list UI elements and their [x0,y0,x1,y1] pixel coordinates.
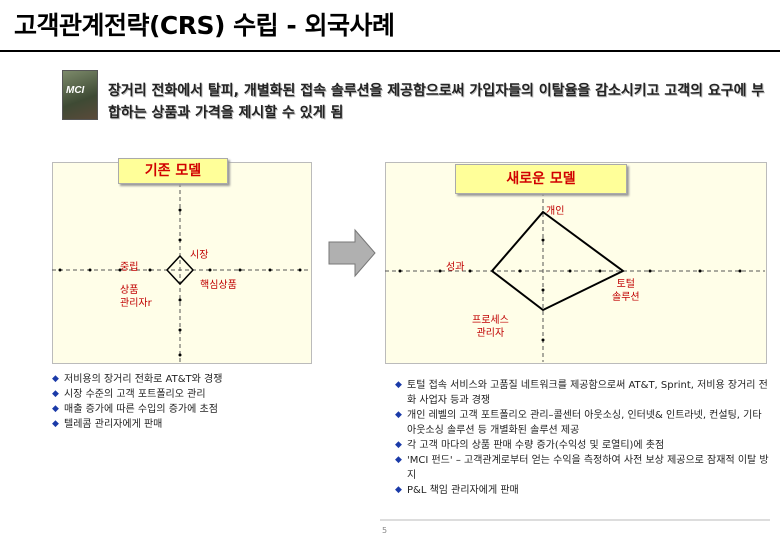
new-model-dots [398,238,742,342]
new-label-performance: 성과 [446,262,465,273]
old-label-mid: 중립 [120,262,139,273]
mci-logo: MCI [66,85,85,96]
list-item: 저비용의 장거리 전화로 AT&T와 경쟁 [52,372,332,387]
old-label-manager: 상품 관리자r [120,285,152,309]
new-model-bullets: 토털 접속 서비스와 고품질 네트워크를 제공함으로써 AT&T, Sprint… [395,378,770,498]
list-item: P&L 책임 관리자에게 판매 [395,483,770,498]
old-model-diamond [165,254,195,286]
list-item: 개인 레벨의 고객 포트폴리오 관리–콜센터 아웃소싱, 인터넷& 인트라넷, … [395,408,770,438]
list-item: 토털 접속 서비스와 고품질 네트워크를 제공함으로써 AT&T, Sprint… [395,378,770,408]
list-item: 시장 수준의 고객 포트폴리오 관리 [52,387,332,402]
list-item: 텔레콤 관리자에게 판매 [52,417,332,432]
list-item: 'MCI 펀드' – 고객관계로부터 얻는 수익을 측정하여 사전 보상 제공으… [395,453,770,483]
title-divider [0,50,780,52]
new-label-total: 토털 솔루션 [612,279,640,303]
new-label-process: 프로세스 관리자 [472,315,509,339]
mci-photo: MCI [62,70,98,120]
list-item: 매출 증가에 따른 수입의 증가에 초점 [52,402,332,417]
old-label-market: 시장 [190,250,209,261]
new-model-panel [385,162,767,364]
old-model-title: 기존 모델 [118,158,228,184]
old-label-core: 핵심상품 [200,280,237,291]
intro-text: 장거리 전화에서 탈피, 개별화된 접속 솔루션을 제공함으로써 가입자들의 이… [108,83,765,121]
page-number: 5 [382,526,388,535]
new-model-title: 새로운 모델 [455,164,627,194]
page-title: 고객관계전략(CRS) 수립 - 외국사례 [14,11,395,40]
list-item: 각 고객 마다의 상품 판매 수량 증가(수익성 및 로열티)에 촛점 [395,438,770,453]
old-model-panel [52,162,312,364]
transition-arrow [328,228,376,278]
old-model-bullets: 저비용의 장거리 전화로 AT&T와 경쟁 시장 수준의 고객 포트폴리오 관리… [52,372,332,432]
old-model-dots [58,178,302,357]
new-label-individual: 개인 [546,206,565,217]
new-model-diamond [490,210,625,312]
